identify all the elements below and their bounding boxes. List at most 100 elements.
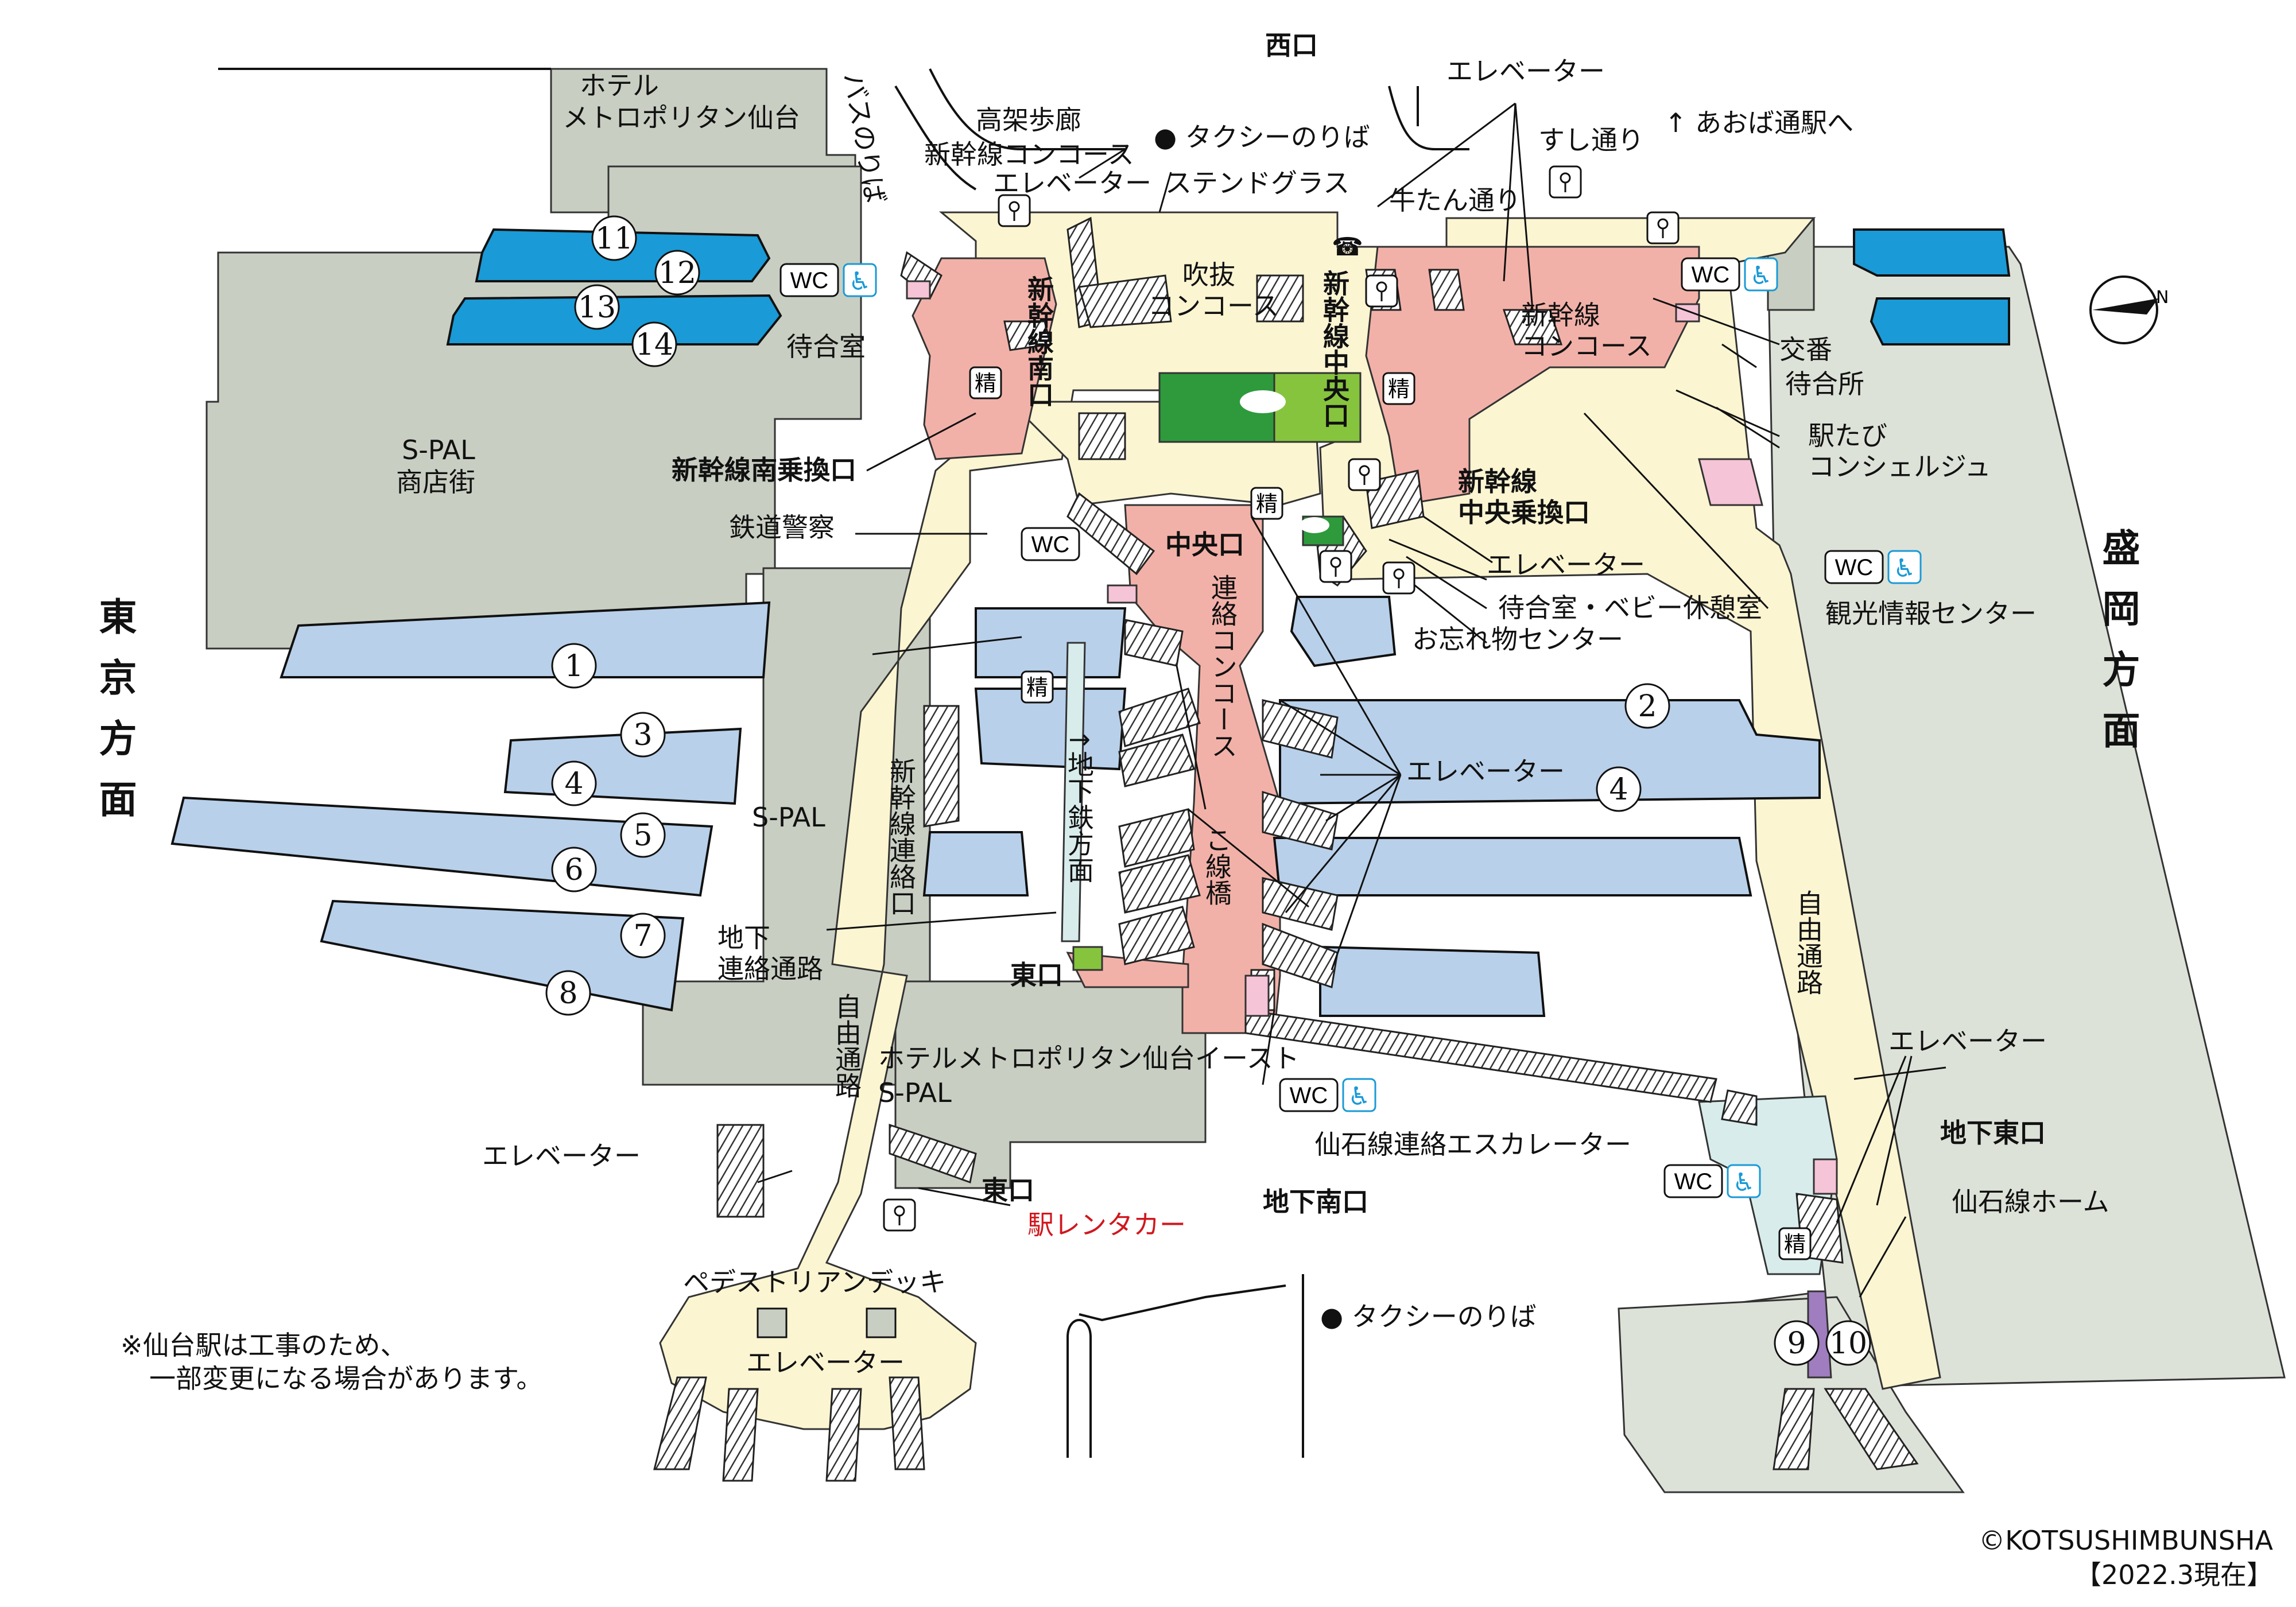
senseki-home-label: 仙石線ホーム xyxy=(1952,1186,2109,1217)
svg-text:WC: WC xyxy=(1674,1169,1713,1194)
central-exit-label: 中央口 xyxy=(1165,529,1244,560)
morioka-direction-label: 盛岡方面 xyxy=(2096,528,2140,771)
sushi-street-label: すし通り xyxy=(1538,125,1644,156)
fare-adjust-icon: 精 xyxy=(1250,487,1283,520)
svg-text:WC: WC xyxy=(1031,532,1070,557)
platform-8: 8 xyxy=(545,970,591,1016)
accessible-icon: ♿ xyxy=(1342,1078,1376,1112)
platform-12: 12 xyxy=(654,250,700,296)
svg-text:13: 13 xyxy=(578,290,616,325)
taxi-east-label: ● タクシーのりば xyxy=(1320,1301,1537,1332)
east-exit-upper-label: 東口 xyxy=(1010,960,1063,991)
elevator-center-label: エレベーター xyxy=(1487,549,1645,580)
leader-lines xyxy=(757,102,1946,1298)
svg-text:4: 4 xyxy=(564,767,583,801)
svg-text:精: 精 xyxy=(1784,1232,1806,1257)
svg-text:4: 4 xyxy=(1609,773,1628,807)
taxi-west-label: ● タクシーのりば xyxy=(1154,122,1370,153)
as-of-label: 【2022.3現在】 xyxy=(2075,1559,2273,1590)
accessible-icon: ♿ xyxy=(1727,1164,1761,1198)
ko-bridge-label: こ線橋 xyxy=(1201,826,1232,906)
midori-window-icon xyxy=(1240,390,1286,413)
elevator-platform-label: エレベーター xyxy=(1406,756,1565,787)
platform-7: 7 xyxy=(620,913,666,958)
underground-passage-label: 地下連絡通路 xyxy=(718,922,823,984)
svg-text:10: 10 xyxy=(1829,1326,1867,1361)
locker-icon xyxy=(1348,458,1381,491)
pedestrian-deck-label: ペデストリアンデッキ xyxy=(683,1267,946,1298)
locker-icon xyxy=(998,194,1031,227)
platform-13: 13 xyxy=(574,284,620,330)
senseki-escalator-label: 仙石線連絡エスカレーター xyxy=(1314,1129,1631,1160)
elevator-bottom-left-label: エレベーター xyxy=(482,1140,641,1171)
platform-14: 14 xyxy=(631,321,677,367)
waiting-room-left-label: 待合室 xyxy=(786,331,866,362)
fare-adjust-icon: 精 xyxy=(1021,670,1054,704)
shinkansen-south-transfer-label: 新幹線南乗換口 xyxy=(672,455,856,486)
wc-icon: WC xyxy=(1824,550,1884,584)
eki-tabi-concierge-label: 駅たびコンシェルジュ xyxy=(1808,420,1991,482)
ticket-office xyxy=(1072,372,1362,971)
locker-markers xyxy=(883,165,1680,1232)
svg-text:1: 1 xyxy=(564,649,583,684)
platform-4-east: 4 xyxy=(1596,766,1642,812)
elevator-right-label: エレベーター xyxy=(1888,1026,2047,1057)
svg-text:精: 精 xyxy=(1026,675,1048,700)
east-exit-lower-label: 東口 xyxy=(982,1175,1034,1206)
fare-adjust-markers: 精 精 精 精 精 xyxy=(969,366,1812,1260)
midori-window-icon xyxy=(1300,517,1329,533)
svg-text:♿: ♿ xyxy=(848,267,871,296)
compass-icon: N xyxy=(2089,275,2169,344)
koban-label: 交番 xyxy=(1779,334,1832,365)
platform-6: 6 xyxy=(551,847,597,892)
accessible-icon: ♿ xyxy=(1887,550,1922,584)
note-label: ※仙台駅は工事のため、一部変更になる場合があります。 xyxy=(121,1330,542,1394)
phone-icon: ☎ xyxy=(1332,232,1363,262)
locker-icon xyxy=(883,1198,916,1232)
railway-police-label: 鉄道警察 xyxy=(729,512,835,543)
svg-text:♿: ♿ xyxy=(1732,1168,1755,1197)
svg-text:☎: ☎ xyxy=(1332,232,1363,262)
svg-text:8: 8 xyxy=(559,976,577,1011)
hotel-east-label: ホテルメトロポリタン仙台イースト xyxy=(878,1043,1300,1074)
svg-text:12: 12 xyxy=(658,256,696,290)
shinkansen-link-exit-label: 新幹線連絡口 xyxy=(886,758,917,916)
connecting-concourse-label: 連絡コンコース xyxy=(1207,574,1238,759)
underground-east-exit-label: 地下東口 xyxy=(1940,1117,2046,1148)
lost-found-label: お忘れ物センター xyxy=(1412,624,1623,655)
svg-text:3: 3 xyxy=(633,718,652,752)
conventional-platforms xyxy=(170,596,1821,1017)
waiting-rooms xyxy=(906,280,1838,1195)
west-exit-label: 西口 xyxy=(1265,30,1318,61)
road-outlines xyxy=(218,68,1469,1458)
underground-south-exit-label: 地下南口 xyxy=(1263,1186,1368,1217)
stained-glass-label: ステンドグラス xyxy=(1165,168,1349,199)
fare-adjust-icon: 精 xyxy=(1778,1227,1812,1260)
accessible-icon: ♿ xyxy=(843,263,877,297)
spal-label: S-PAL xyxy=(752,802,825,833)
svg-text:6: 6 xyxy=(564,853,583,887)
fare-adjust-icon: 精 xyxy=(1382,372,1415,405)
svg-text:N: N xyxy=(2156,288,2169,308)
svg-text:♿: ♿ xyxy=(1750,261,1772,290)
platform-9: 9 xyxy=(1774,1320,1820,1366)
platform-numbers: 11 12 13 14 1 2 3 4 5 6 7 8 4 9 10 xyxy=(545,215,1871,1366)
svg-text:2: 2 xyxy=(1638,689,1657,724)
shinkansen-central-transfer-label: 新幹線中央乗換口 xyxy=(1458,466,1590,528)
stairs xyxy=(653,216,1919,1482)
wc-markers: WC ♿ WC ♿ WC WC ♿ WC ♿ WC ♿ xyxy=(779,257,1922,1198)
wc-icon: WC xyxy=(779,263,839,297)
wc-icon: WC xyxy=(1663,1164,1723,1198)
free-passage-right-label: 自由通路 xyxy=(1793,890,1824,995)
svg-text:♿: ♿ xyxy=(1893,554,1915,583)
to-aoba-dori-label: ↑ あおば通駅へ xyxy=(1665,107,1853,138)
svg-text:WC: WC xyxy=(790,268,829,293)
platform-5: 5 xyxy=(620,812,666,858)
shinkansen-concourse-right-label: 新幹線コンコース xyxy=(1521,300,1652,362)
fare-adjust-icon: 精 xyxy=(969,366,1002,399)
platform-4: 4 xyxy=(551,760,597,806)
elevator-top-label: エレベーター xyxy=(1446,56,1605,87)
deck-elevator-boxes xyxy=(757,1307,897,1338)
